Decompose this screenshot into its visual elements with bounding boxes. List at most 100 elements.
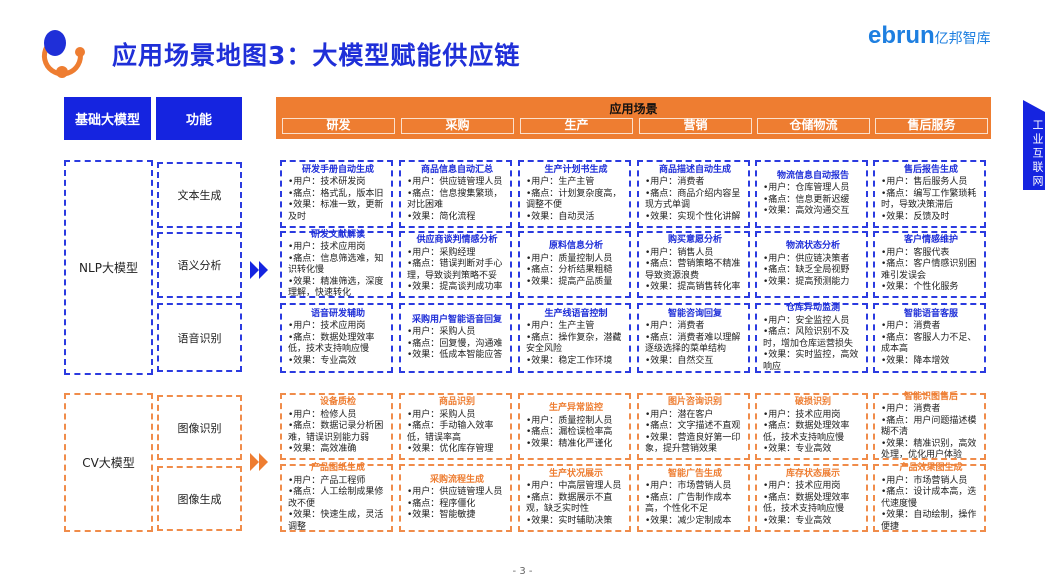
card-effect: •效果：降本增效 — [881, 356, 981, 368]
card-user: •用户：技术应用岗 — [763, 481, 863, 493]
card-pain-label: •痛点： — [407, 338, 440, 349]
category-5: 售后服务 — [875, 118, 988, 134]
category-3: 营销 — [639, 118, 752, 134]
card-pain-label: •痛点： — [288, 253, 321, 264]
card-user-value: 技术研发岗 — [320, 177, 366, 188]
card-effect-value: 减少定制成本 — [677, 515, 732, 526]
card-effect: •效果：高效准确 — [288, 444, 388, 456]
card-user-value: 技术应用岗 — [795, 481, 841, 492]
model-cv: CV大模型 — [64, 393, 153, 532]
card-pain: •痛点：计划复杂度高，调整不便 — [526, 189, 626, 212]
card-effect-label: •效果： — [763, 350, 796, 360]
card-pain: •痛点：漏检误检率高 — [526, 427, 626, 439]
card-title: 产品图纸生成 — [310, 463, 365, 473]
card-pain: •痛点：文字描述不直观 — [645, 421, 745, 433]
card-pain-label: •痛点： — [526, 332, 559, 343]
card-effect-label: •效果： — [526, 211, 559, 222]
card-effect: •效果：反馈及时 — [881, 212, 981, 224]
card-effect-value: 个性化服务 — [913, 282, 959, 293]
card-user-value: 检修人员 — [320, 409, 357, 420]
scenario-card: 商品描述自动生成•用户：消费者•痛点：商品介绍内容呈现方式单调•效果：实现个性化… — [637, 160, 750, 228]
card-effect: •效果：标准一致，更新及时 — [288, 200, 388, 223]
logo-icon — [41, 30, 85, 78]
card-pain-label: •痛点： — [763, 492, 796, 503]
card-effect-label: •效果： — [881, 282, 914, 293]
card-user-label: •用户： — [763, 253, 796, 264]
card-pain-value: 漏检误检率高 — [558, 427, 613, 437]
card-effect-label: •效果： — [288, 355, 321, 366]
card-effect-value: 降本增效 — [913, 355, 950, 366]
card-user: •用户：中高层管理人员 — [526, 481, 626, 493]
card-effect-value: 提高预测能力 — [795, 276, 850, 287]
card-title: 商品识别 — [438, 397, 475, 408]
card-effect-value: 稳定工作环境 — [558, 355, 613, 366]
card-pain: •痛点：信息更新迟缓 — [763, 195, 863, 207]
card-title: 客户情感维护 — [903, 235, 958, 246]
card-pain-label: •痛点： — [763, 194, 796, 205]
card-user-label: •用户： — [407, 409, 440, 420]
card-title: 智能咨询回复 — [667, 308, 722, 319]
header-function: 功能 — [156, 97, 242, 140]
card-user: •用户：技术应用岗 — [288, 242, 388, 254]
card-user-label: •用户： — [407, 247, 440, 258]
card-effect: •效果：实时辅助决策 — [526, 516, 626, 528]
card-effect-label: •效果： — [288, 510, 321, 520]
card-pain: •痛点：手动输入效率低，错误率高 — [407, 421, 507, 444]
card-pain-label: •痛点： — [645, 332, 678, 343]
card-pain-label: •痛点： — [645, 188, 678, 199]
card-pain-label: •痛点： — [881, 415, 914, 426]
card-effect: •效果：实现个性化讲解 — [645, 212, 745, 224]
card-effect-value: 自动绘制，操作便捷 — [881, 510, 977, 532]
card-effect-label: •效果： — [881, 438, 914, 449]
scenario-card: 智能咨询回复•用户：消费者•痛点：消费者难以理解逐级选择的菜单结构•效果：自然交… — [637, 303, 750, 373]
card-pain: •痛点：数据处理效率低，技术支持响应慢 — [763, 421, 863, 444]
card-effect-value: 简化流程 — [439, 211, 476, 222]
card-effect-label: •效果： — [763, 206, 796, 216]
card-effect-value: 智能敏捷 — [439, 510, 476, 520]
card-effect: •效果：快速生成，灵活调整 — [288, 510, 388, 533]
card-title: 图片咨询识别 — [667, 397, 722, 408]
card-pain-label: •痛点： — [407, 421, 440, 432]
arrow-icon — [250, 261, 259, 279]
card-effect: •效果：精准筛选，深度理解，快速转化 — [288, 277, 388, 300]
card-title: 商品信息自动汇总 — [420, 164, 493, 175]
card-pain: •痛点：格式乱，版本旧 — [288, 189, 388, 201]
scenario-card: 采购流程生成•用户：供应链管理人员•痛点：程序僵化•效果：智能敏捷 — [399, 464, 512, 532]
card-effect-label: •效果： — [645, 355, 678, 366]
card-user: •用户：消费者 — [645, 177, 745, 189]
card-user-value: 采购经理 — [439, 247, 476, 258]
card-user: •用户：质量控制人员 — [526, 254, 626, 266]
card-user-label: •用户： — [881, 177, 914, 188]
card-title: 研发手册自动生成 — [301, 164, 374, 175]
card-pain-value: 用户问题描述模糊不清 — [881, 415, 977, 438]
brand-cn: 亿邦智库 — [934, 30, 991, 46]
scenario-card: 购买意愿分析•用户：销售人员•痛点：营销策略不精准导致资源浪费•效果：提高销售转… — [637, 231, 750, 298]
card-pain: •痛点：消费者难以理解逐级选择的菜单结构 — [645, 333, 745, 356]
card-user-value: 消费者 — [677, 177, 705, 188]
card-effect: •效果：提高产品质量 — [526, 277, 626, 289]
card-user-value: 市场营销人员 — [677, 481, 732, 492]
function-semantic: 语义分析 — [157, 232, 242, 298]
scenario-card: 破损识别•用户：技术应用岗•痛点：数据处理效率低，技术支持响应慢•效果：专业高效 — [755, 393, 868, 460]
category-2: 生产 — [520, 118, 633, 134]
card-effect-label: •效果： — [645, 432, 678, 443]
card-title: 商品描述自动生成 — [658, 164, 731, 175]
card-user: •用户：技术研发岗 — [288, 177, 388, 189]
card-pain-value: 风险识别不及时，增加仓库运营损失 — [763, 327, 854, 349]
card-pain-value: 客服人力不足、成本高 — [881, 332, 977, 355]
card-pain: •痛点：回复慢，沟通难 — [407, 339, 507, 351]
card-pain-label: •痛点： — [881, 487, 914, 497]
card-user: •用户：采购人员 — [407, 410, 507, 422]
card-user-label: •用户： — [288, 475, 321, 486]
card-title: 售后报告生成 — [903, 164, 958, 175]
card-user-label: •用户： — [763, 409, 796, 420]
side-tab[interactable]: 工业互联网 — [1023, 100, 1045, 190]
card-effect-value: 精准识别，高效处理，优化用户体验 — [881, 438, 977, 461]
card-user-label: •用户： — [763, 315, 796, 326]
card-effect-value: 专业高效 — [320, 355, 357, 366]
card-user-label: •用户： — [881, 247, 914, 258]
card-pain-value: 编写工作繁琐耗时，导致决策滞后 — [881, 188, 977, 211]
card-pain-value: 文字描述不直观 — [677, 421, 741, 432]
card-title: 智能识图售后 — [903, 391, 958, 402]
card-pain-label: •痛点： — [881, 332, 914, 343]
